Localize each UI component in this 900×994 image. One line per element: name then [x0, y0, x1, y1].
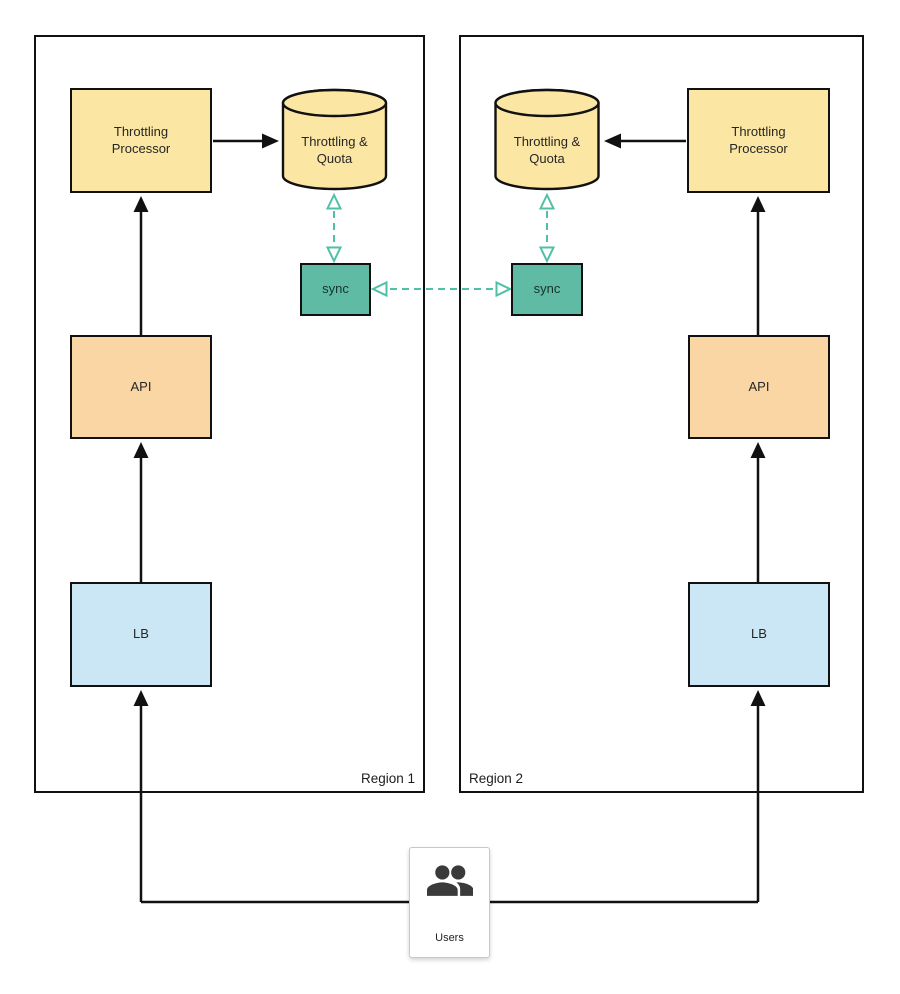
people-icon	[426, 865, 473, 896]
lb-label: LB	[133, 626, 149, 642]
node-lb-region1: LB	[70, 582, 212, 687]
throttling-quota-label: Throttling & Quota	[513, 133, 581, 166]
lb-label: LB	[751, 626, 767, 642]
region-2-label: Region 2	[469, 771, 524, 786]
node-api-region2: API	[688, 335, 830, 439]
sync-label: sync	[533, 281, 561, 297]
node-sync-region1: sync	[300, 263, 371, 316]
throttling-processor-label: Throttling Processor	[729, 123, 788, 156]
node-throttling-processor-region2: Throttling Processor	[687, 88, 830, 193]
node-sync-region2: sync	[511, 263, 583, 316]
sync-label: sync	[322, 281, 349, 297]
users-label: Users	[435, 932, 464, 944]
node-throttling-quota-db-region1: Throttling & Quota	[281, 88, 388, 191]
users-node: Users	[409, 847, 490, 958]
node-throttling-quota-db-region2: Throttling & Quota	[493, 88, 601, 191]
database-cylinder-icon	[494, 88, 600, 191]
node-throttling-processor-region1: Throttling Processor	[70, 88, 212, 193]
region-1-label: Region 1	[360, 771, 415, 786]
region-1-boundary: Region 1	[34, 35, 425, 793]
throttling-processor-label: Throttling Processor	[111, 123, 171, 156]
api-label: API	[130, 378, 152, 394]
region-2-boundary: Region 2	[459, 35, 864, 793]
node-lb-region2: LB	[688, 582, 830, 687]
api-label: API	[748, 378, 770, 394]
node-api-region1: API	[70, 335, 212, 439]
throttling-quota-label: Throttling & Quota	[301, 133, 368, 166]
database-cylinder-icon	[281, 88, 388, 191]
